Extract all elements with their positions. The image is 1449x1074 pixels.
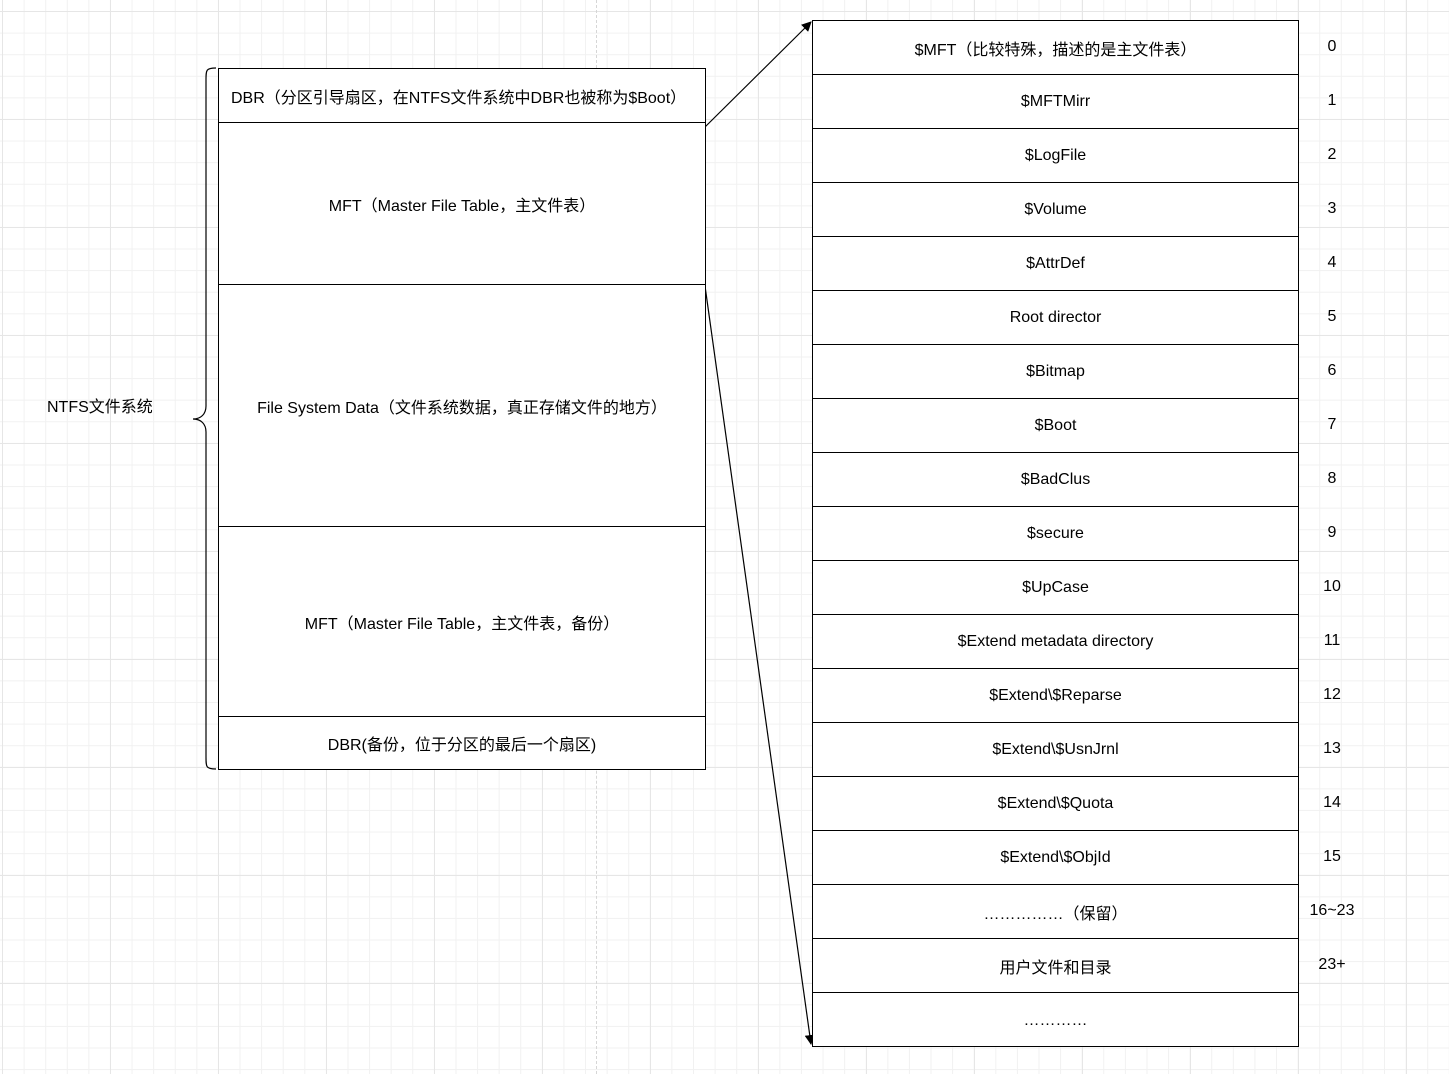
mft-record-row: $Extend\$Reparse [812, 668, 1299, 723]
mft-record-row: 用户文件和目录 [812, 938, 1299, 993]
arrow-to-table-bottom [704, 285, 815, 1045]
mft-record-row: $Boot [812, 398, 1299, 453]
mft-block: MFT（Master File Table，主文件表） [218, 122, 706, 285]
mft-record-row: $MFT（比较特殊，描述的是主文件表） [812, 20, 1299, 75]
mft-record-row: $Extend metadata directory [812, 614, 1299, 669]
curly-brace [192, 67, 217, 770]
mft-record-row: $AttrDef [812, 236, 1299, 291]
mft-record-row: $Volume [812, 182, 1299, 237]
dbr-block: DBR（分区引导扇区，在NTFS文件系统中DBR也被称为$Boot） [218, 68, 706, 123]
mft-record-row: $Bitmap [812, 344, 1299, 399]
mft-record-row: $secure [812, 506, 1299, 561]
mft-backup-block: MFT（Master File Table，主文件表，备份） [218, 526, 706, 717]
mft-record-row: ………… [812, 992, 1299, 1047]
mft-record-index: 8 [1327, 470, 1337, 487]
mft-record-index: 10 [1323, 578, 1341, 595]
mft-record-row: $Extend\$Quota [812, 776, 1299, 831]
dbr-backup-block: DBR(备份，位于分区的最后一个扇区) [218, 716, 706, 770]
mft-record-index: 7 [1327, 416, 1337, 433]
mft-record-index: 14 [1323, 794, 1341, 811]
mft-record-index: 5 [1327, 308, 1337, 325]
mft-record-index: 23+ [1318, 956, 1346, 973]
mft-record-index: 9 [1327, 524, 1337, 541]
mft-record-row: $LogFile [812, 128, 1299, 183]
arrow-to-table-top [704, 21, 812, 128]
mft-record-index: 1 [1327, 92, 1337, 109]
mft-record-index: 12 [1323, 686, 1341, 703]
mft-record-row: $Extend\$ObjId [812, 830, 1299, 885]
mft-record-row: Root director [812, 290, 1299, 345]
ntfs-label: NTFS文件系统 [47, 399, 153, 416]
file-system-data-block: File System Data（文件系统数据，真正存储文件的地方） [218, 284, 706, 527]
mft-record-index: 13 [1323, 740, 1341, 757]
mft-record-row: $MFTMirr [812, 74, 1299, 129]
mft-record-index: 6 [1327, 362, 1337, 379]
mft-record-row: $BadClus [812, 452, 1299, 507]
mft-record-row: $UpCase [812, 560, 1299, 615]
mft-record-index: 0 [1327, 38, 1337, 55]
mft-record-index: 15 [1323, 848, 1341, 865]
mft-record-row: $Extend\$UsnJrnl [812, 722, 1299, 777]
mft-record-index: 4 [1327, 254, 1337, 271]
mft-record-row: ……………（保留） [812, 884, 1299, 939]
mft-record-index: 2 [1327, 146, 1337, 163]
mft-record-index: 3 [1327, 200, 1337, 217]
mft-record-index: 16~23 [1309, 902, 1355, 919]
mft-record-index: 11 [1323, 632, 1341, 649]
